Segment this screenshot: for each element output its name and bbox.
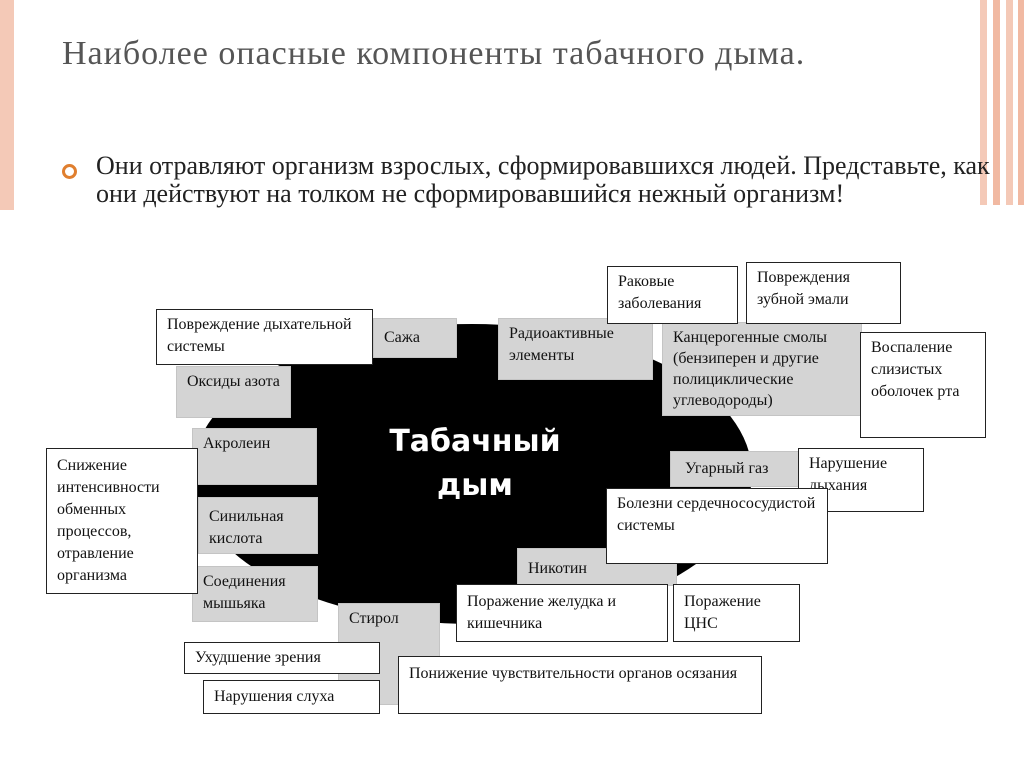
component-ugarny-gaz: Угарный газ: [670, 451, 800, 487]
right-decor-stripe-2: [993, 0, 1000, 205]
right-decor-stripe-3: [1006, 0, 1013, 205]
bullet-text: Они отравляют организм взрослых, сформир…: [96, 151, 990, 208]
effect-rakovye-zabolevaniya: Раковые заболевания: [607, 266, 738, 324]
right-decor-stripe-1: [980, 0, 987, 205]
component-radioaktivnye-elementy: Радиоактивные элементы: [498, 318, 653, 380]
effect-povrezhdenie-dykhatelnoy-sistemy: Повреждение дыхательной системы: [156, 309, 373, 365]
effect-snizhenie-intensivnosti: Снижение интенсивности обменных процессо…: [46, 448, 198, 594]
component-kantserogennye-smoly: Канцерогенные смолы (бензиперен и другие…: [662, 322, 862, 416]
effect-porazhenie-tsns: Поражение ЦНС: [673, 584, 800, 642]
effect-vospalenie-slizistykh: Воспаление слизистых оболочек рта: [860, 332, 986, 438]
effect-ponizhenie-chuvstvitelnosti: Понижение чувствительности органов осяза…: [398, 656, 762, 714]
effect-narusheniya-slukha: Нарушения слуха: [203, 680, 380, 714]
component-sinilnaya-kislota: Синильная кислота: [198, 497, 318, 554]
component-akrolein: Акролеин: [192, 428, 317, 485]
component-nikotin: Никотин: [517, 548, 677, 586]
effect-narushenie-dykhaniya: Нарушение дыхания: [798, 448, 924, 512]
effect-ukhudshenie-zreniya: Ухудшение зрения: [184, 642, 380, 674]
right-decor-stripe-4: [1018, 0, 1024, 205]
effect-povrezhdeniya-zubnoy-emali: Повреждения зубной эмали: [746, 262, 901, 324]
diagram-center-label: Табачный дым: [389, 424, 561, 503]
bullet-marker-icon: [62, 164, 77, 179]
component-soedineniya-myshyaka: Соединения мышьяка: [192, 566, 318, 622]
effect-porazhenie-zheludka: Поражение желудка и кишечника: [456, 584, 668, 642]
slide-title: Наиболее опасные компоненты табачного ды…: [62, 35, 806, 72]
component-oksidy-azota: Оксиды азота: [176, 366, 291, 418]
component-sazha: Сажа: [373, 318, 457, 358]
effect-bolezni-serdechnososudistoy: Болезни сердечнососудистой системы: [606, 488, 828, 564]
left-decor-stripe: [0, 0, 14, 210]
